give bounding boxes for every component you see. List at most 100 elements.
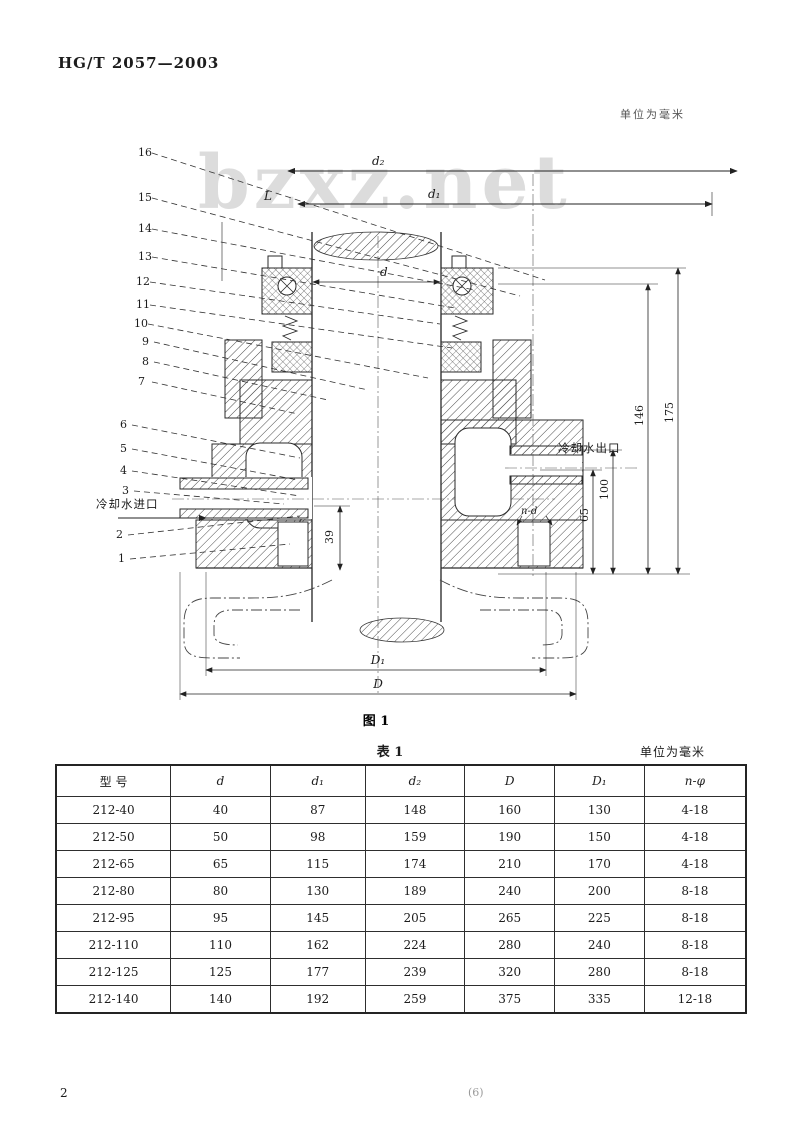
cooling-outlet-label: 冷却水出口 bbox=[558, 441, 621, 455]
table-header-row: 型 号 d d₁ d₂ D D₁ n-φ bbox=[55, 764, 747, 797]
cell-D1: 170 bbox=[554, 850, 645, 878]
cell-D: 375 bbox=[464, 985, 556, 1014]
footer-center-mark: (6) bbox=[468, 1086, 484, 1099]
callout-9: 9 bbox=[142, 335, 149, 348]
cell-d2: 205 bbox=[364, 904, 466, 932]
callout-1: 1 bbox=[118, 552, 125, 565]
cell-n-phi: 8-18 bbox=[643, 931, 747, 959]
cell-d: 110 bbox=[170, 931, 271, 959]
col-header-d1: d₁ bbox=[269, 764, 366, 797]
cell-D: 240 bbox=[464, 877, 556, 905]
cell-D: 280 bbox=[464, 931, 556, 959]
dim-175-label: 175 bbox=[663, 402, 676, 423]
top-dimension-lines bbox=[221, 167, 738, 281]
col-header-d: d bbox=[170, 764, 271, 797]
dim-100-label: 100 bbox=[598, 479, 611, 500]
table-caption: 表 1 bbox=[376, 745, 404, 760]
dim-39-line bbox=[314, 505, 350, 571]
callout-14: 14 bbox=[138, 222, 152, 235]
cell-n-phi: 12-18 bbox=[643, 985, 747, 1014]
cell-d1: 162 bbox=[269, 931, 366, 959]
cell-d: 40 bbox=[170, 796, 271, 824]
dim-L-label: L bbox=[263, 189, 272, 203]
cell-d: 125 bbox=[170, 958, 271, 986]
cell-D: 160 bbox=[464, 796, 556, 824]
callout-16: 16 bbox=[138, 146, 152, 159]
callout-5: 5 bbox=[120, 442, 127, 455]
callout-15: 15 bbox=[138, 191, 152, 204]
cell-model: 212-95 bbox=[55, 904, 172, 932]
cell-D: 190 bbox=[464, 823, 556, 851]
callout-13: 13 bbox=[138, 250, 152, 263]
callout-numbers: 16 15 14 13 12 11 10 9 8 7 6 5 4 3 2 1 bbox=[116, 146, 152, 565]
dim-d2-label: d₂ bbox=[372, 154, 385, 168]
dim-D1-label: D₁ bbox=[370, 653, 385, 667]
cell-d2: 148 bbox=[364, 796, 466, 824]
callout-leader-lines bbox=[127, 152, 546, 560]
col-header-D1: D₁ bbox=[554, 764, 645, 797]
cell-d: 80 bbox=[170, 877, 271, 905]
callout-8: 8 bbox=[142, 355, 149, 368]
phantom-flange-lines bbox=[183, 579, 589, 659]
col-header-n-phi: n-φ bbox=[643, 764, 747, 797]
cell-D: 320 bbox=[464, 958, 556, 986]
callout-7: 7 bbox=[138, 375, 145, 388]
page-number: 2 bbox=[60, 1086, 68, 1100]
callout-6: 6 bbox=[120, 418, 127, 431]
shaft bbox=[311, 231, 445, 693]
col-header-d2: d₂ bbox=[364, 764, 466, 797]
cell-d1: 87 bbox=[269, 796, 366, 824]
callout-4: 4 bbox=[120, 464, 127, 477]
seal-section-left bbox=[172, 255, 555, 569]
cell-d2: 259 bbox=[364, 985, 466, 1014]
cell-D: 210 bbox=[464, 850, 556, 878]
col-header-model: 型 号 bbox=[55, 764, 172, 797]
figure-caption: 图 1 bbox=[363, 714, 390, 728]
cell-d2: 189 bbox=[364, 877, 466, 905]
cell-d: 140 bbox=[170, 985, 271, 1014]
cell-D1: 200 bbox=[554, 877, 645, 905]
cell-d1: 115 bbox=[269, 850, 366, 878]
cell-n-phi: 4-18 bbox=[643, 796, 747, 824]
cell-model: 212-80 bbox=[55, 877, 172, 905]
dim-nd-arrows bbox=[516, 515, 553, 526]
callout-12: 12 bbox=[136, 275, 150, 288]
units-note-top: 单位为毫米 bbox=[620, 108, 685, 121]
cell-model: 212-125 bbox=[55, 958, 172, 986]
callout-11: 11 bbox=[136, 298, 150, 311]
cell-n-phi: 8-18 bbox=[643, 958, 747, 986]
cell-D1: 150 bbox=[554, 823, 645, 851]
cell-n-phi: 8-18 bbox=[643, 877, 747, 905]
cell-model: 212-140 bbox=[55, 985, 172, 1014]
cooling-inlet-label: 冷却水进口 bbox=[96, 497, 159, 511]
col-header-D: D bbox=[464, 764, 556, 797]
cell-d1: 98 bbox=[269, 823, 366, 851]
cell-model: 212-50 bbox=[55, 823, 172, 851]
callout-2: 2 bbox=[116, 528, 123, 541]
callout-3: 3 bbox=[122, 484, 129, 497]
watermark-text: bzxz.net bbox=[198, 140, 571, 226]
cell-n-phi: 4-18 bbox=[643, 823, 747, 851]
cell-model: 212-40 bbox=[55, 796, 172, 824]
cell-d2: 239 bbox=[364, 958, 466, 986]
cell-D1: 280 bbox=[554, 958, 645, 986]
cell-d1: 177 bbox=[269, 958, 366, 986]
dim-D-label: D bbox=[372, 677, 383, 691]
figure-1-drawing: bzxz.net d₂ d₁ L d bbox=[96, 140, 738, 728]
cell-d2: 224 bbox=[364, 931, 466, 959]
cell-D1: 335 bbox=[554, 985, 645, 1014]
cell-D1: 225 bbox=[554, 904, 645, 932]
cell-model: 212-65 bbox=[55, 850, 172, 878]
cell-d: 65 bbox=[170, 850, 271, 878]
cell-D1: 130 bbox=[554, 796, 645, 824]
cell-d2: 159 bbox=[364, 823, 466, 851]
